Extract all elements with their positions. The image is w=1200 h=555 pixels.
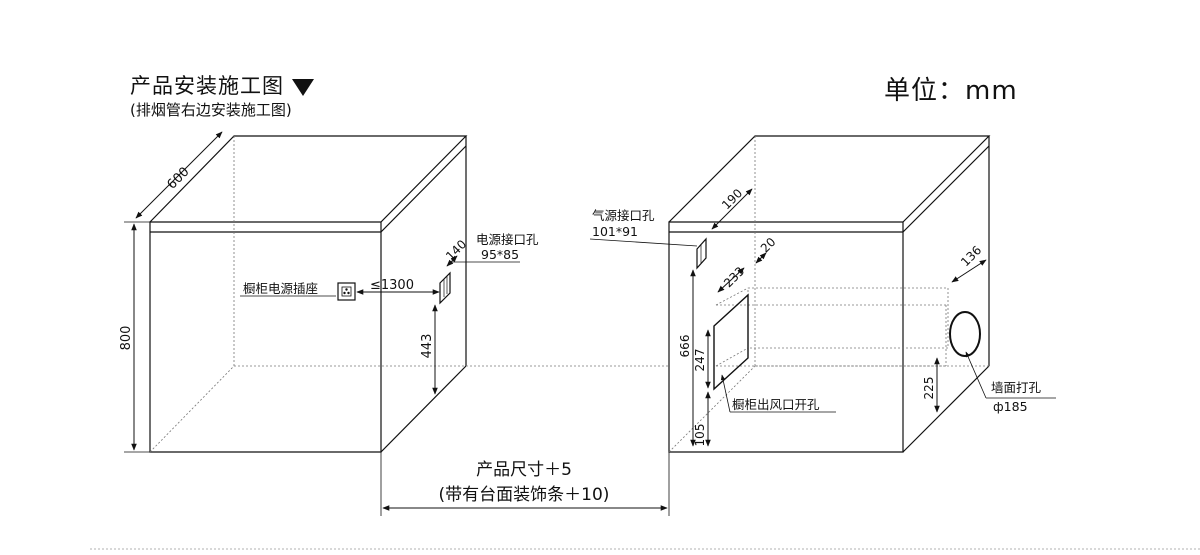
wall-hole xyxy=(949,311,981,357)
dimension-depth: 600 xyxy=(124,131,223,223)
power-socket-icon xyxy=(337,282,356,301)
left-cabinet-hidden-edges xyxy=(149,136,466,453)
page-title: 产品安装施工图 xyxy=(130,70,314,100)
vent-opening xyxy=(713,293,749,391)
gas-port-size: 101*91 xyxy=(592,224,638,239)
page-subtitle: (排烟管右边安装施工图) xyxy=(130,101,292,119)
wall-hole-dim: 136 xyxy=(958,243,984,269)
gas-port-label: 气源接口孔 xyxy=(592,208,655,223)
dimension-height: 800 xyxy=(119,223,150,453)
power-port-label: 电源接口孔 xyxy=(476,232,539,247)
wall-hole-height: 225 xyxy=(922,377,936,400)
size-label: 产品尺寸＋5 xyxy=(476,460,572,480)
vent-height: 247 xyxy=(693,349,707,372)
height-value: 800 xyxy=(119,326,134,351)
max-distance-value: ≤1300 xyxy=(370,278,414,293)
power-port-height: 443 xyxy=(420,334,435,359)
gas-port-dim: 190 xyxy=(719,186,745,212)
power-port-size: 95*85 xyxy=(481,247,519,262)
exhaust-duct xyxy=(715,287,949,367)
depth-value: 600 xyxy=(164,164,192,192)
gas-port-hole xyxy=(696,237,707,270)
vent-label: 橱柜出风口开孔 xyxy=(732,397,820,412)
gap-value: 20 xyxy=(758,235,779,256)
size-note: (带有台面装饰条＋10) xyxy=(439,485,610,505)
vent-bottom: 105 xyxy=(693,424,707,447)
wall-hole-diameter: ф185 xyxy=(993,399,1028,414)
power-socket-label: 橱柜电源插座 xyxy=(243,281,318,296)
wall-hole-label: 墙面打孔 xyxy=(991,380,1042,395)
triangle-down-icon xyxy=(292,78,314,96)
power-port-hole xyxy=(439,271,451,305)
unit-label: 单位：mm xyxy=(884,76,1018,106)
gas-port-height: 666 xyxy=(678,335,692,358)
right-cabinet xyxy=(668,135,991,453)
power-port-dim: 140 xyxy=(443,237,469,263)
